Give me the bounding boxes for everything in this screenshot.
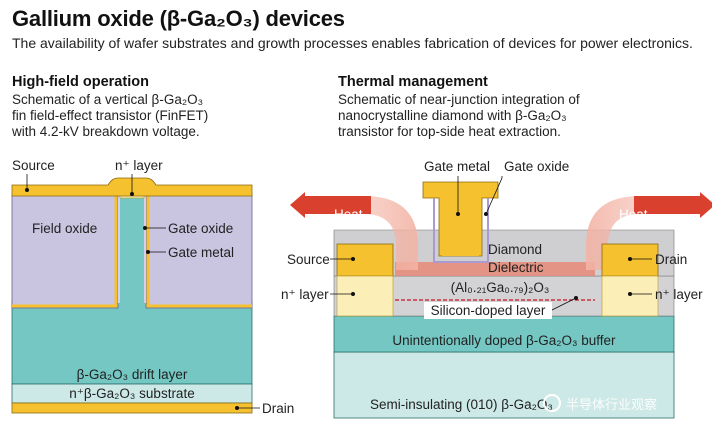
field-oxide-left — [11, 194, 119, 309]
gate-oxide — [433, 198, 489, 263]
label-drain-right: Drain — [655, 252, 687, 267]
label-gate-oxide: Gate oxide — [168, 221, 233, 236]
thermal-schematic: Gate metal Gate oxide Heat Heat Source D… — [281, 159, 712, 419]
label-n-layer-right: n⁺ layer — [655, 287, 703, 302]
label-gate-oxide-right: Gate oxide — [504, 159, 569, 174]
left-panel-description: Schematic of a vertical β-Ga₂O₃ fin fiel… — [12, 92, 208, 140]
heat-path-left — [305, 196, 418, 270]
heat-arrow-left-icon — [290, 192, 305, 218]
silicon-doped-label-box — [424, 302, 552, 319]
figure-title: Gallium oxide (β-Ga₂O₃) devices — [12, 6, 345, 31]
label-source: Source — [12, 158, 55, 173]
gate-metal-left — [12, 196, 118, 308]
figure-subtitle: The availability of wafer substrates and… — [12, 35, 693, 51]
left-desc-line: Schematic of a vertical β-Ga₂O₃ — [12, 92, 204, 107]
callout-line — [551, 297, 577, 311]
label-heat-left: Heat — [334, 207, 363, 222]
source-contact — [336, 243, 394, 277]
label-drift-layer: β-Ga₂O₃ drift layer — [77, 367, 188, 382]
heat-arrow-right-icon — [700, 192, 712, 218]
right-panel-title: Thermal management — [338, 74, 488, 90]
label-dielectric: Dielectric — [488, 260, 544, 275]
heat-arrow-left-body — [305, 196, 371, 214]
label-gate-metal-right: Gate metal — [424, 159, 490, 174]
heat-path-right — [586, 196, 700, 270]
label-gate-metal: Gate metal — [168, 245, 234, 260]
label-semi-insulating: Semi-insulating (010) β-Ga₂O₃ — [370, 397, 553, 412]
finfet-schematic: Source n⁺ layer Field oxide Gate oxide G… — [11, 158, 294, 416]
label-n-layer: n⁺ layer — [115, 158, 163, 173]
gate-metal-stem — [442, 198, 479, 256]
label-substrate: n⁺β-Ga₂O₃ substrate — [69, 386, 194, 401]
dielectric-layer — [395, 262, 595, 276]
watermark-logo-icon — [543, 394, 561, 412]
label-buffer: Unintentionally doped β-Ga₂O₃ buffer — [392, 333, 616, 348]
n-plus-left — [336, 275, 394, 317]
gate-metal-right — [146, 196, 252, 308]
semi-insulating-substrate — [333, 351, 675, 419]
label-source-right: Source — [287, 252, 330, 267]
label-heat-right: Heat — [619, 207, 648, 222]
label-algao: (Al₀.₂₁Ga₀.₇₉)₂O₃ — [451, 280, 550, 295]
buffer-layer — [333, 315, 675, 353]
label-n-layer-left: n⁺ layer — [281, 287, 329, 302]
left-panel-title: High-field operation — [12, 74, 149, 90]
right-desc-line: nanocrystalline diamond with β-Ga₂O₃ — [338, 108, 567, 123]
label-diamond: Diamond — [488, 242, 542, 257]
label-silicon-doped: Silicon-doped layer — [431, 303, 546, 318]
right-desc-line: Schematic of near-junction integration o… — [338, 92, 580, 107]
fin — [120, 196, 144, 306]
watermark-text: 半导体行业观察 — [566, 397, 657, 412]
heat-arrow-right-body — [634, 196, 700, 214]
label-drain: Drain — [262, 401, 294, 416]
right-panel-description: Schematic of near-junction integration o… — [338, 92, 580, 140]
right-desc-line: transistor for top-side heat extraction. — [338, 124, 561, 139]
drain-metal — [11, 402, 253, 414]
callout-line — [485, 176, 503, 215]
label-field-oxide: Field oxide — [32, 221, 97, 236]
left-desc-line: with 4.2-kV breakdown voltage. — [12, 124, 200, 139]
left-desc-line: fin field-effect transistor (FinFET) — [12, 108, 209, 123]
